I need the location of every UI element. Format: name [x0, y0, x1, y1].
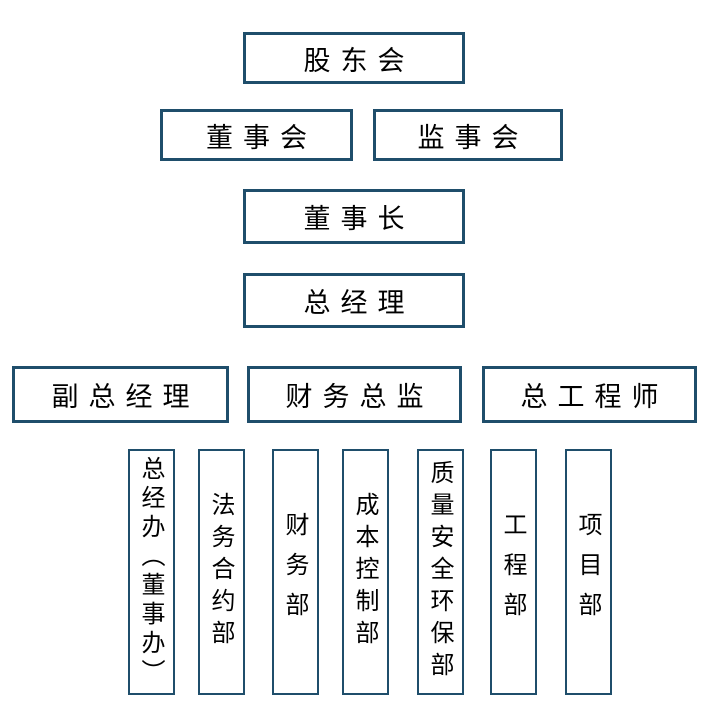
org-node-deputy-general-manager: 副总经理: [12, 366, 229, 423]
org-node-cost-control-dept: 成本控制部: [342, 449, 389, 695]
org-node-project-dept: 项目部: [565, 449, 612, 695]
org-node-legal-contract-dept: 法务合约部: [198, 449, 245, 695]
org-node-quality-safety-env-dept: 质量安全环保部: [417, 449, 464, 695]
org-node-chairman: 董事长: [243, 189, 465, 244]
org-node-engineering-dept: 工程部: [490, 449, 537, 695]
org-node-shareholders-meeting: 股东会: [243, 32, 465, 84]
org-node-finance-dept: 财务部: [272, 449, 319, 695]
org-node-gm-office: 总经办（董事办）: [128, 449, 175, 695]
org-node-chief-engineer: 总工程师: [482, 366, 697, 423]
org-node-supervisory-board: 监事会: [373, 109, 563, 161]
org-node-finance-director: 财务总监: [247, 366, 462, 423]
org-node-board-of-directors: 董事会: [160, 109, 353, 161]
org-node-general-manager: 总经理: [243, 273, 465, 328]
